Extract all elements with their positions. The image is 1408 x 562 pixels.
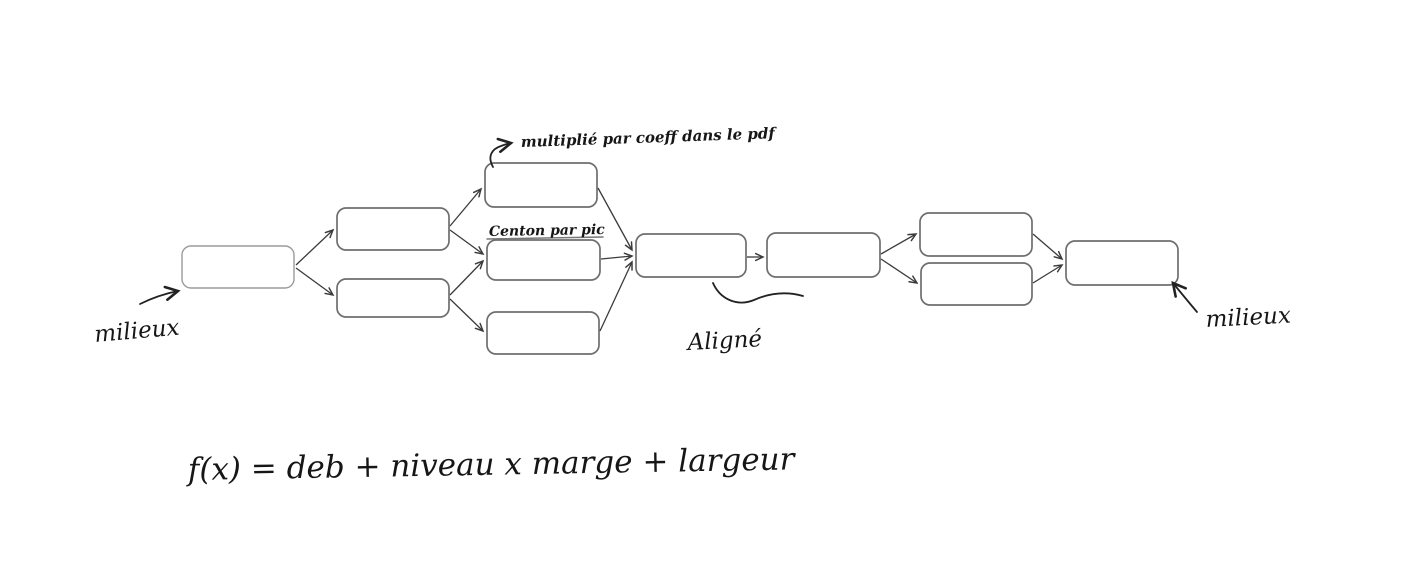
middle-note-underline: [486, 236, 604, 240]
node-level2-bottom: [336, 278, 450, 318]
right-milieux-arrow: [1173, 283, 1198, 313]
top-note-arrow: [489, 143, 511, 168]
edge-next-level6bottom: [880, 258, 917, 283]
node-start: [181, 245, 295, 289]
middle-note-text: Centon par pic: [489, 222, 606, 240]
aligned-swoosh: [712, 282, 804, 304]
edge-level3bottom-merge: [599, 262, 632, 332]
right-milieux-label: milieux: [1205, 303, 1292, 333]
left-milieux-arrow: [139, 291, 178, 305]
left-milieux-label: milieux: [93, 315, 180, 348]
edge-level6top-end: [1032, 233, 1062, 259]
node-level3-top: [484, 162, 598, 208]
edge-level3top-merge: [597, 187, 632, 250]
node-merge: [635, 233, 747, 278]
edge-level2top-level3middle: [449, 229, 483, 254]
node-level2-top: [336, 207, 450, 251]
node-level3-middle: [486, 239, 601, 281]
node-level6-top: [919, 212, 1033, 257]
top-note-text: multiplié par coeff dans le pdf: [521, 124, 778, 151]
edge-level6bottom-end: [1032, 265, 1062, 284]
aligned-label: Aligné: [685, 326, 763, 356]
edge-next-level6top: [880, 234, 916, 255]
edge-start-level2top: [295, 230, 333, 266]
node-level3-bottom: [486, 311, 600, 355]
edge-start-level2bottom: [295, 267, 333, 295]
node-level6-bottom: [920, 262, 1033, 306]
node-next: [766, 232, 881, 278]
edge-level3middle-merge: [600, 256, 632, 259]
formula-text: f(x) = deb + niveau x marge + largeur: [186, 441, 797, 488]
edge-level2bottom-level3bottom: [449, 298, 483, 331]
node-end: [1065, 240, 1179, 286]
edge-level2top-level3top: [449, 189, 481, 227]
edge-level2bottom-level3middle: [449, 261, 483, 296]
